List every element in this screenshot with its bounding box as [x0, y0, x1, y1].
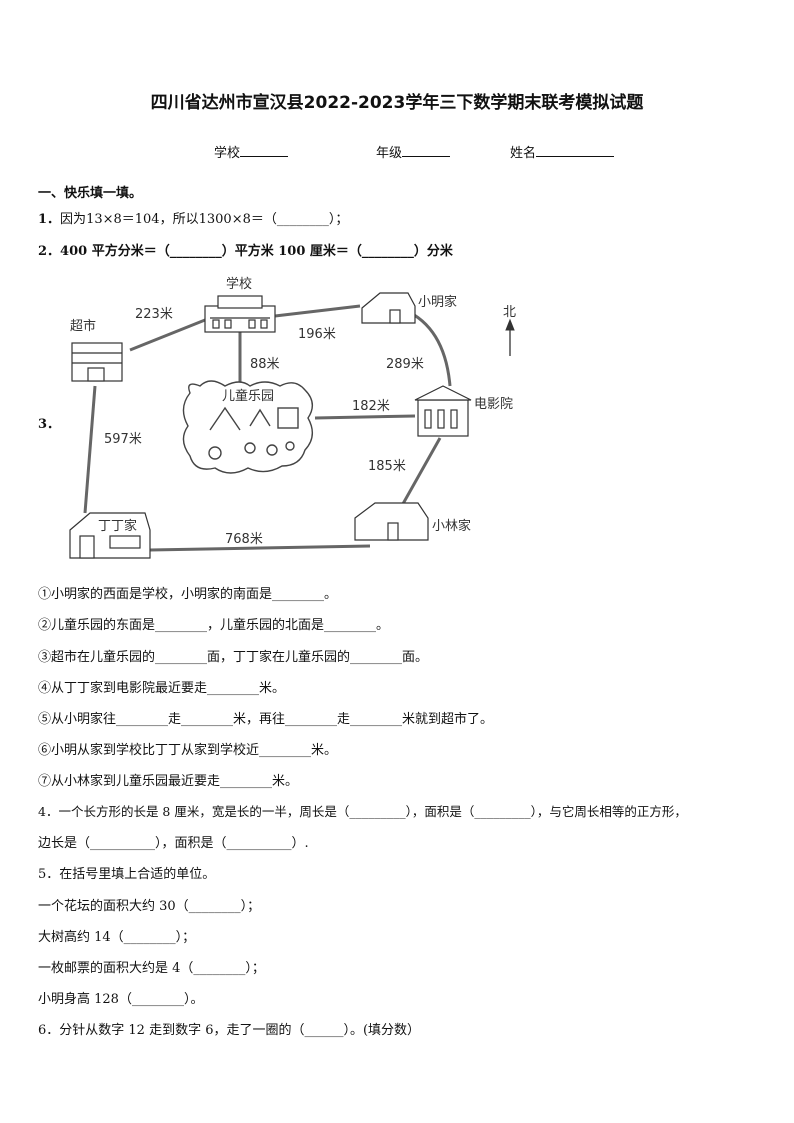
road-supermarket-dingding	[83, 385, 97, 514]
distance-supermarket-school: 223米	[135, 307, 173, 322]
question-1: 1．因为13×8＝104，所以1300×8＝（________）；	[38, 208, 348, 227]
q1-text-b: ，所以	[159, 212, 199, 227]
distance-school-park: 88米	[250, 357, 280, 372]
q3-item-6: ⑥小明从家到学校比丁丁从家到学校近________米。	[38, 743, 338, 758]
xiaoming-house-icon	[361, 292, 416, 324]
q5-item-1: 一个花坛的面积大约 30（________）；	[38, 899, 261, 914]
roads	[83, 304, 452, 552]
dingding-house-icon	[69, 512, 151, 559]
map-label-north: 北	[503, 305, 516, 320]
cinema-icon	[414, 385, 472, 437]
q5-item-4: 小明身高 128（________）。	[38, 992, 204, 1007]
question-5: 5．在括号里填上合适的单位。	[38, 867, 216, 882]
question-6: 6．分针从数字 12 走到数字 6，走了一圈的（______）。(填分数）	[38, 1023, 421, 1038]
q1-number: 1．	[38, 212, 61, 227]
q1-formula2: 1300×8＝	[198, 212, 264, 227]
map-label-park: 儿童乐园	[222, 388, 274, 404]
map-label-supermarket: 超市	[70, 318, 96, 334]
q5-item-2: 大树高约 14（________）；	[38, 930, 196, 945]
q3-item-2: ②儿童乐园的东面是________，儿童乐园的北面是________。	[38, 618, 390, 633]
map-label-school: 学校	[226, 276, 252, 292]
road-park-cinema	[314, 414, 416, 420]
map-label-cinema: 电影院	[474, 397, 513, 412]
question-4-line-1: 4．一个长方形的长是 8 厘米，宽是长的一半，周长是（_________），面积…	[38, 804, 687, 819]
grade-field: 年级	[376, 142, 451, 161]
q1-text-a: 因为	[60, 212, 87, 227]
q3-item-1: ①小明家的西面是学校，小明家的南面是________。	[38, 587, 338, 602]
road-supermarket-school	[129, 316, 211, 352]
q3-item-4: ④从丁丁家到电影院最近要走________米。	[38, 681, 286, 696]
section-heading: 一、快乐填一填。	[38, 186, 143, 201]
q3-number: 3．	[38, 417, 61, 432]
question-4-line-2: 边长是（__________），面积是（__________）.	[38, 836, 309, 851]
north-arrow-icon	[505, 318, 515, 356]
q5-item-3: 一枚邮票的面积大约是 4（________）；	[38, 961, 265, 976]
distance-xiaoming-cinema: 289米	[386, 357, 424, 372]
grade-label: 年级	[376, 146, 403, 161]
map-label-dingding: 丁丁家	[98, 518, 137, 534]
road-dingding-xiaolin	[149, 544, 371, 552]
distance-cinema-xiaolin: 185米	[368, 459, 406, 474]
q3-item-5: ⑤从小明家往________走________米，再往________走____…	[38, 712, 494, 727]
name-label: 姓名	[510, 146, 537, 161]
name-field: 姓名	[510, 142, 615, 161]
school-icon	[204, 295, 276, 333]
map-figure: 学校 超市 小明家 北 儿童乐园 电影院 丁丁家	[69, 276, 516, 559]
q3-item-3: ③超市在儿童乐园的________面，丁丁家在儿童乐园的________面。	[38, 650, 429, 665]
q1-formula: 13×8＝104	[86, 212, 160, 227]
school-field: 学校	[214, 142, 289, 161]
q1-answer[interactable]: （________）；	[263, 212, 349, 227]
distance-supermarket-dingding: 597米	[104, 432, 142, 447]
supermarket-icon	[71, 342, 123, 382]
distance-park-cinema: 182米	[352, 399, 390, 414]
q3-item-7: ⑦从小林家到儿童乐园最近要走________米。	[38, 774, 299, 789]
map-label-xiaolin: 小林家	[432, 518, 471, 534]
distance-school-xiaoming: 196米	[298, 327, 336, 342]
map-label-xiaoming: 小明家	[418, 294, 457, 310]
xiaolin-house-icon	[354, 502, 429, 541]
name-blank[interactable]	[536, 144, 615, 157]
distance-dingding-xiaolin: 768米	[225, 532, 263, 547]
school-blank[interactable]	[240, 144, 289, 157]
grade-blank[interactable]	[402, 144, 451, 157]
park-icon	[182, 380, 313, 474]
question-2: 2．400 平方分米＝（________）平方米 100 厘米＝（_______…	[38, 244, 453, 259]
page-title: 四川省达州市宣汉县2022-2023学年三下数学期末联考模拟试题	[150, 93, 644, 113]
school-label: 学校	[214, 146, 241, 161]
